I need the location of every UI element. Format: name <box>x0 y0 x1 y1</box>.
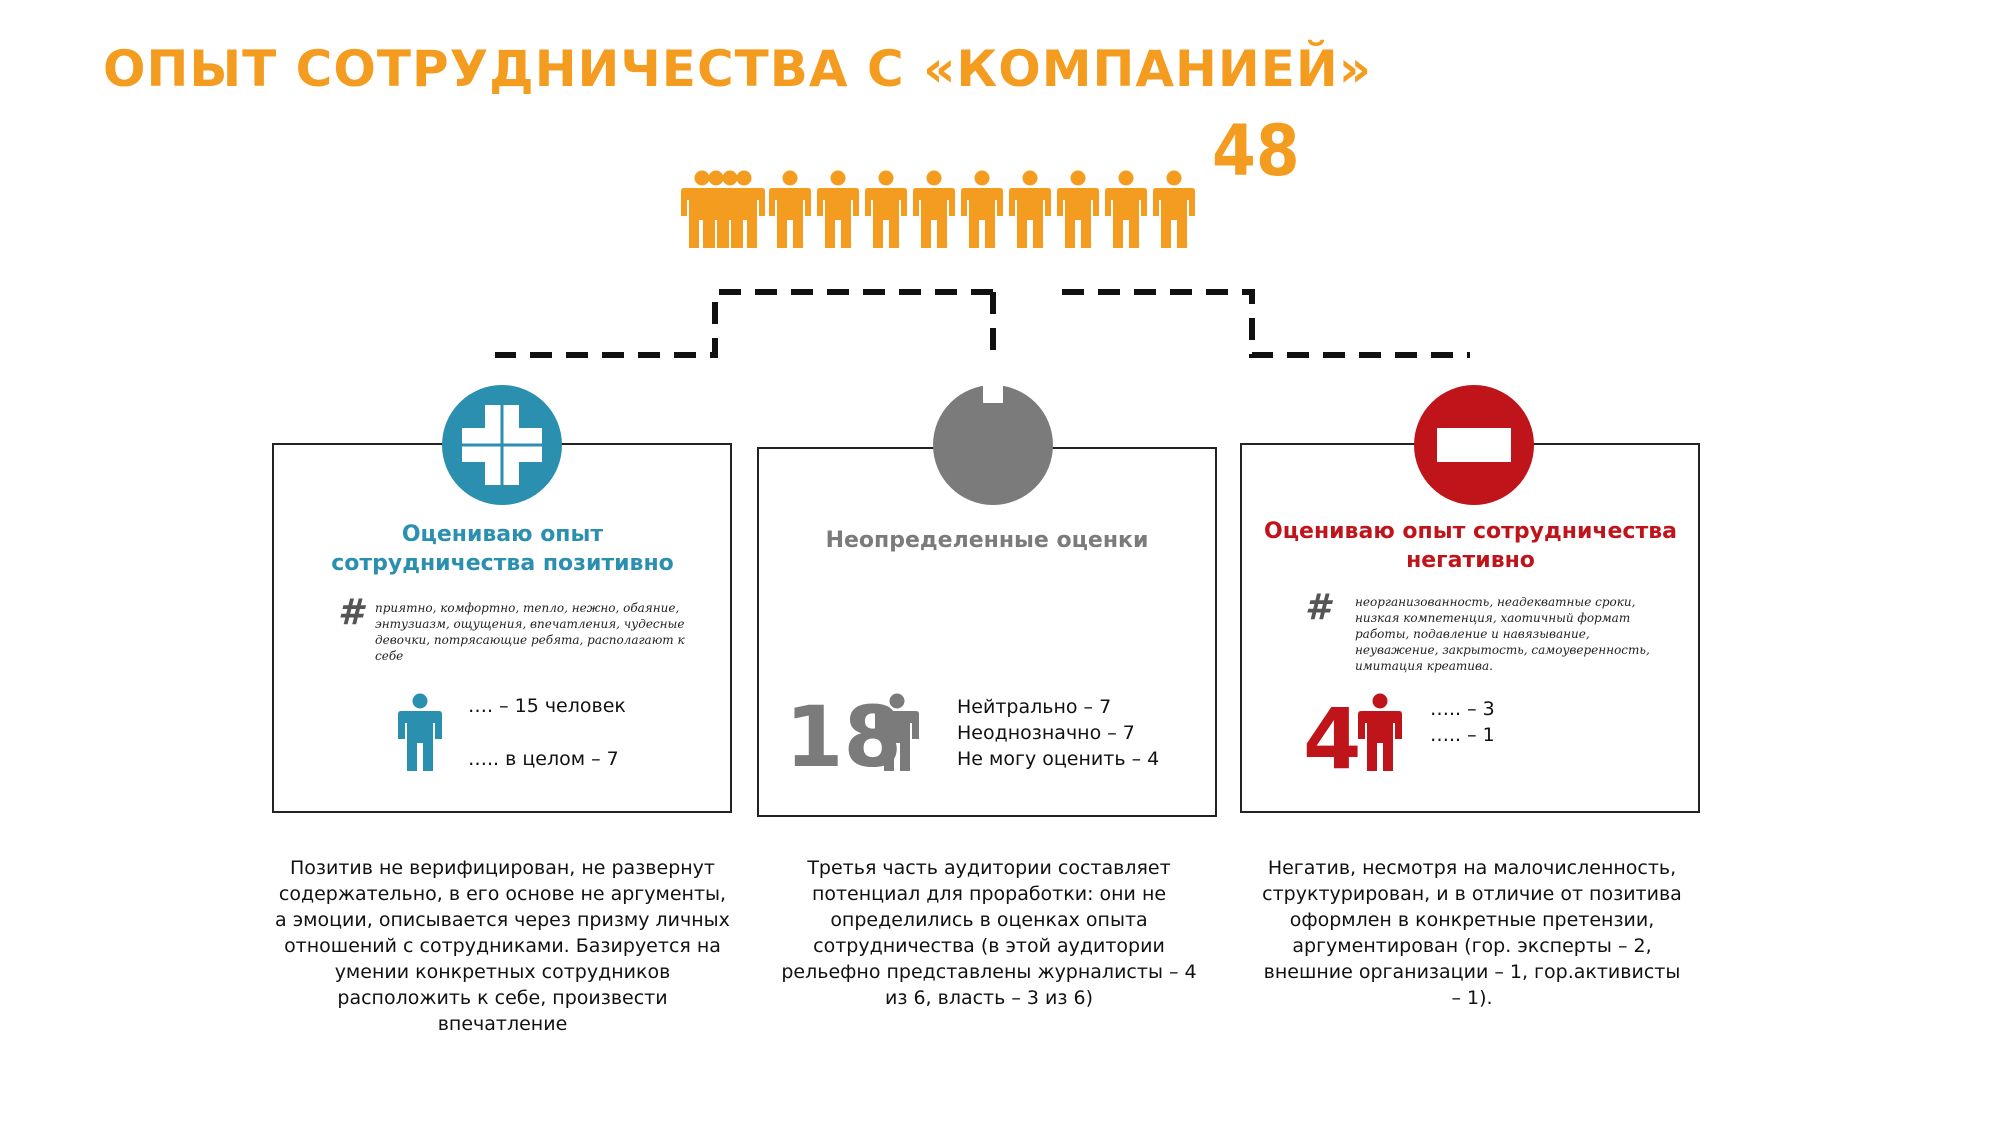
positive-hash-icon: # <box>338 592 364 633</box>
neutral-title: Неопределенные оценки <box>825 528 1149 553</box>
positive-tags: приятно, комфортно, тепло, нежно, обаяни… <box>375 601 685 663</box>
negative-person-icon <box>1358 693 1402 771</box>
negative-hash-icon: # <box>1305 587 1331 628</box>
negative-title: Оцениваю опыт сотрудничества негативно <box>1264 519 1677 573</box>
crowd-people-icon <box>681 170 1195 248</box>
neutral-description: Третья часть аудитории составляет потенц… <box>781 857 1197 1009</box>
positive-description: Позитив не верифицирован, не развернут с… <box>275 857 730 1035</box>
connector-right <box>1062 289 1470 358</box>
positive-stat-1: …. – 15 человек <box>468 695 626 717</box>
person-icon <box>1105 170 1147 248</box>
negative-count: 4 <box>1303 690 1362 788</box>
person-icon <box>817 170 859 248</box>
negative-stat-1: ….. – 3 <box>1430 698 1495 720</box>
person-icon <box>961 170 1003 248</box>
person-icon <box>913 170 955 248</box>
negative-description: Негатив, несмотря на малочисленность, ст… <box>1262 857 1682 1009</box>
total-count: 48 <box>1212 110 1300 192</box>
connector-left <box>495 289 993 358</box>
negative-stat-2: ….. – 1 <box>1430 724 1495 746</box>
person-icon <box>769 170 811 248</box>
person-icon <box>1009 170 1051 248</box>
page-title: ОПЫТ СОТРУДНИЧЕСТВА С «КОМПАНИЕЙ» <box>103 40 1373 98</box>
person-icon <box>865 170 907 248</box>
positive-title: Оцениваю опыт сотрудничества позитивно <box>331 522 674 576</box>
person-icon <box>1057 170 1099 248</box>
neutral-card <box>757 447 1217 817</box>
person-icon <box>723 170 765 248</box>
minus-icon <box>1414 385 1534 505</box>
neutral-circle-icon <box>933 385 1053 505</box>
positive-person-icon <box>398 693 442 771</box>
neutral-count: 18 <box>785 688 902 786</box>
negative-tags: неорганизованность, неадекватные сроки, … <box>1355 595 1650 673</box>
positive-stat-2: ….. в целом – 7 <box>468 748 619 770</box>
plus-icon <box>442 385 562 505</box>
neutral-stat-2: Неоднозначно – 7 <box>957 722 1135 744</box>
neutral-stat-1: Нейтрально – 7 <box>957 696 1112 718</box>
neutral-person-icon <box>875 693 919 771</box>
neutral-stat-3: Не могу оценить – 4 <box>957 748 1160 770</box>
connector-lines <box>495 289 1470 358</box>
person-icon <box>1153 170 1195 248</box>
